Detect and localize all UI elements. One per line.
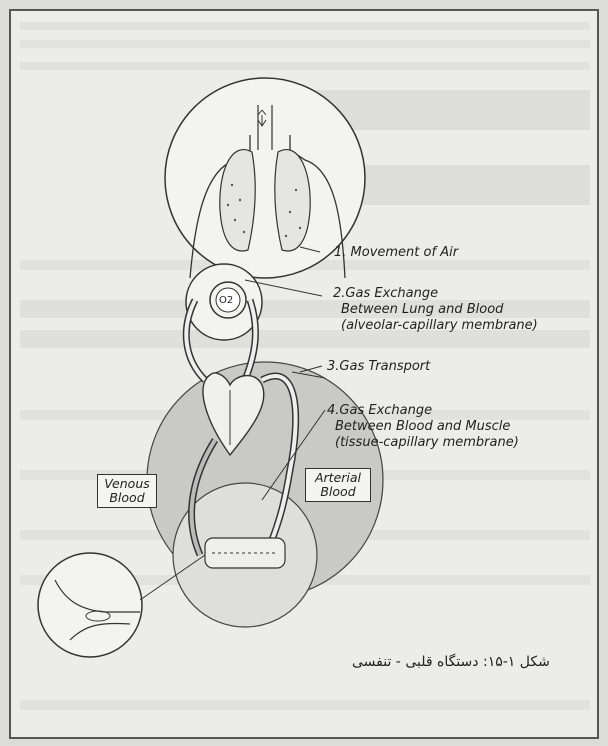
label-gas-exchange-1-sub: Between Lung and Blood (341, 302, 503, 317)
label-gas-transport: 3.Gas Transport (327, 359, 430, 374)
label-gas-exchange-2-membrane: (tissue-capillary membrane) (335, 435, 519, 450)
arterial-blood-box: Arterial Blood (305, 468, 371, 502)
figure-caption: شکل ۱-۱۵: دستگاه قلبی - تنفسی (352, 654, 550, 670)
label-o2: O2 (219, 293, 233, 308)
label-gas-exchange-2-sub: Between Blood and Muscle (335, 419, 510, 434)
arterial-blood-line2: Blood (309, 485, 367, 499)
label-movement-of-air: 1. Movement of Air (334, 245, 458, 260)
venous-blood-line1: Venous (101, 477, 153, 491)
limb-circle (38, 553, 142, 657)
label-gas-exchange-1-title: 2.Gas Exchange (333, 286, 438, 301)
arterial-blood-line1: Arterial (309, 471, 367, 485)
venous-blood-box: Venous Blood (97, 474, 157, 508)
label-gas-exchange-2-title: 4.Gas Exchange (327, 403, 432, 418)
venous-blood-line2: Blood (101, 491, 153, 505)
label-gas-exchange-1-membrane: (alveolar-capillary membrane) (341, 318, 538, 333)
